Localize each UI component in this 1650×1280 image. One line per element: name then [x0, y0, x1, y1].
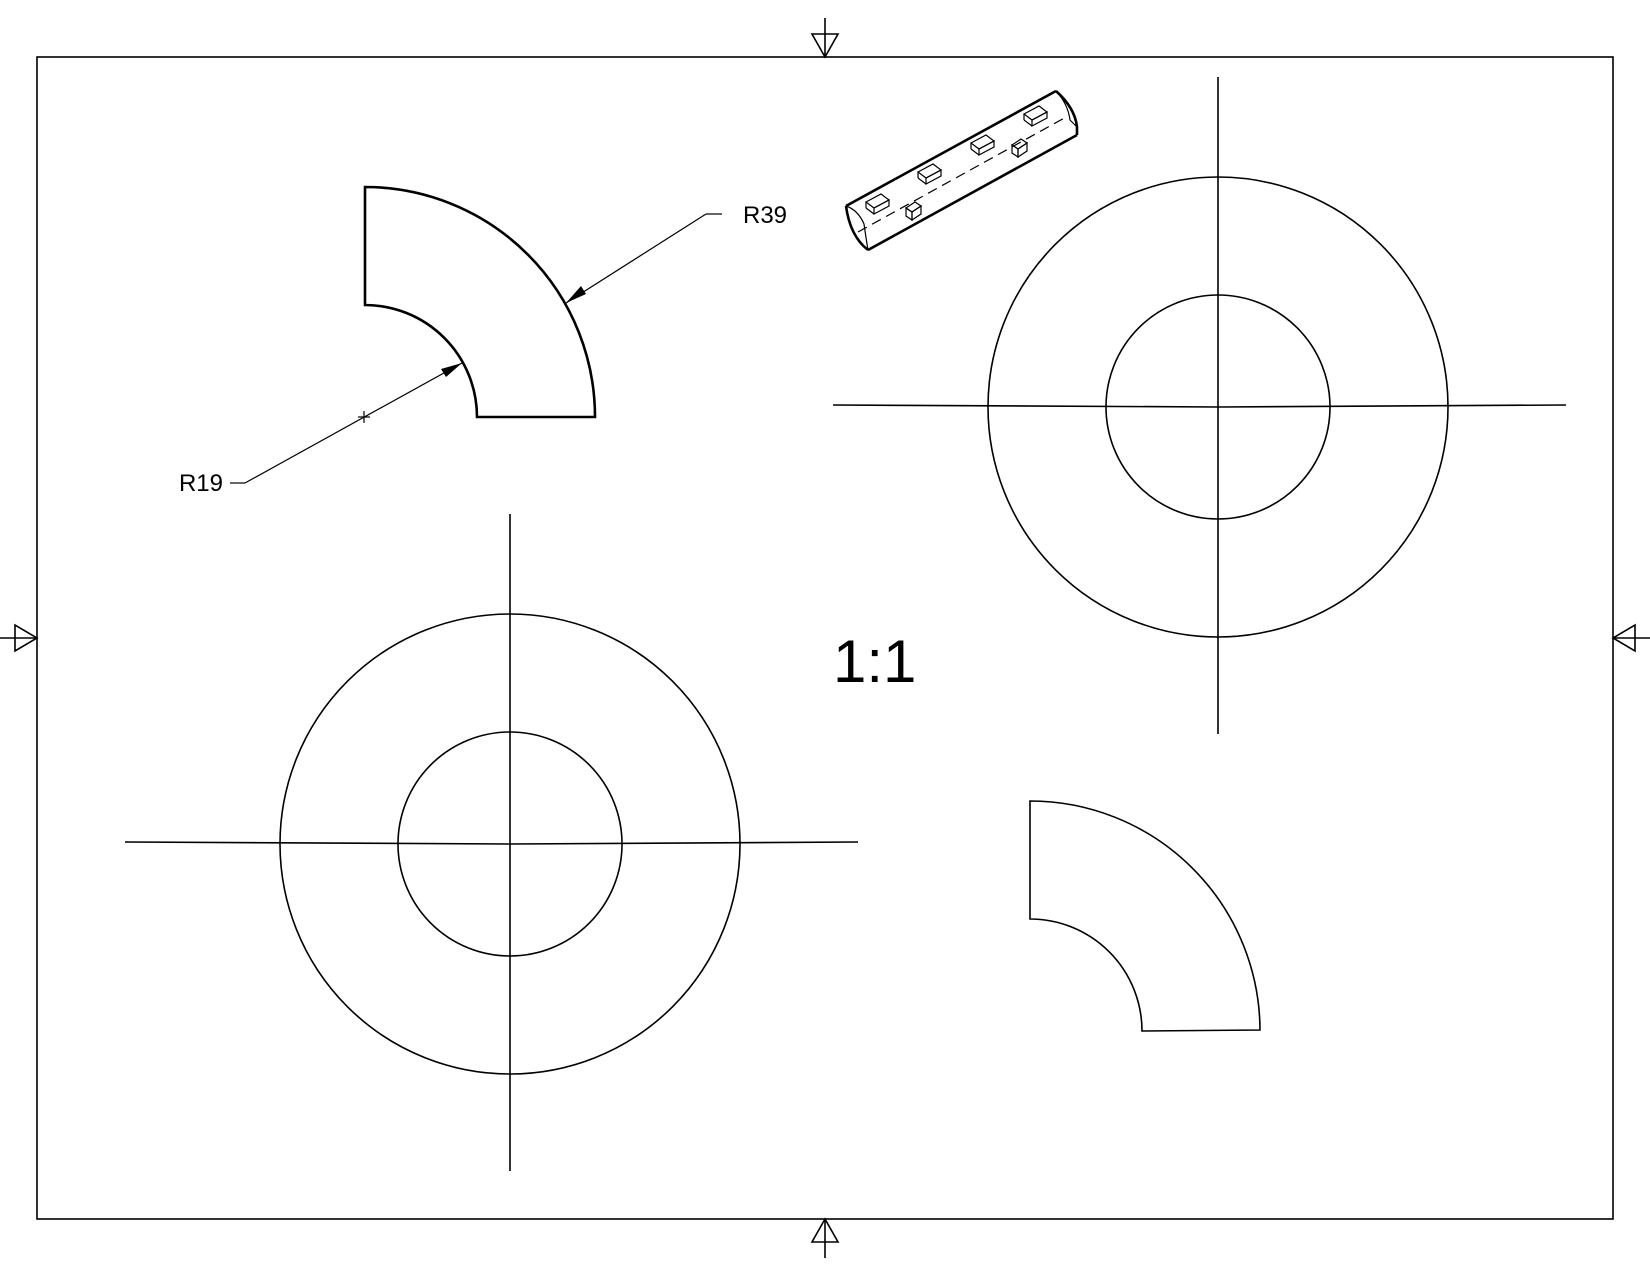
concentric-circles-bottom-left: [124, 514, 859, 1171]
dimension-label-r19: R19: [179, 470, 223, 497]
centering-mark-top: [810, 18, 840, 59]
centering-mark-left: [0, 623, 39, 653]
centering-mark-bottom: [810, 1217, 840, 1258]
rod-slot-4: [1022, 105, 1049, 127]
centering-mark-right: [1611, 623, 1650, 653]
quarter-ring-bottom-right: [1029, 800, 1261, 1032]
rod-slot-5: [904, 201, 923, 222]
quarter-ring-top-left: [363, 185, 597, 419]
sheet-border: [36, 56, 1614, 1220]
concentric-circles-top-right: [832, 77, 1567, 734]
dimension-r19: R19: [179, 362, 463, 497]
rod-slot-2: [916, 163, 943, 185]
dimension-r39: R39: [565, 202, 787, 304]
centerline-horizontal: [124, 841, 511, 845]
rod-slot-6: [1010, 138, 1029, 159]
dimension-label-r39: R39: [743, 202, 787, 229]
rod-slot-3: [969, 134, 996, 156]
rod-slot-1: [864, 193, 891, 215]
centerline-horizontal: [832, 404, 1219, 408]
isometric-rod-view: [844, 89, 1079, 252]
scale-label: 1:1: [833, 628, 916, 695]
